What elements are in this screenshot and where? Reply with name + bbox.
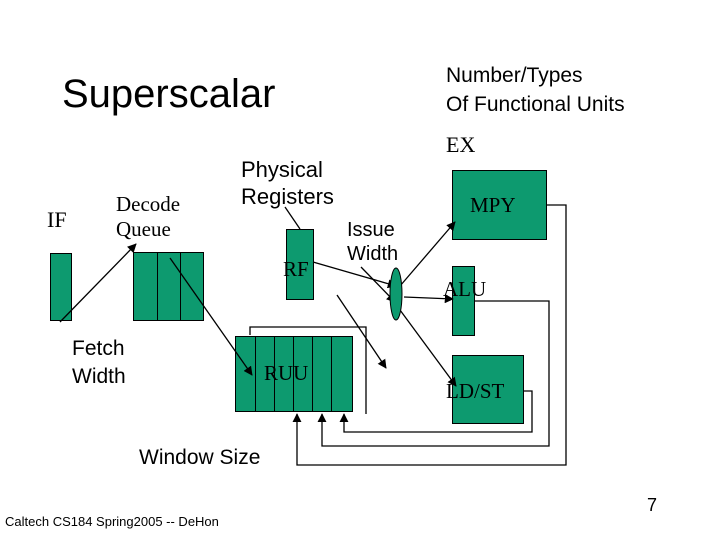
ruu-divider [331,337,332,411]
issue-to-ldst-arrow [399,309,457,387]
issue-to-alu-arrow [403,294,454,304]
writeback-loop-alu [317,300,550,447]
ruu-divider [312,337,313,411]
register-file-box [286,229,314,300]
decode-queue-label-line2: Queue [116,217,171,241]
rf-label: RF [283,257,309,281]
writeback-loop-ldst [339,390,533,433]
functional-units-note-line1: Number/Types [446,64,583,87]
fetch-width-label-line1: Fetch [72,337,125,360]
ldst-unit-box [452,355,524,424]
issue-point [389,267,403,321]
mpy-label: MPY [470,193,516,217]
physical-registers-pointer [284,206,301,230]
physical-registers-label: Physical Registers [241,156,334,210]
fetch-width-arrow [59,243,137,323]
ruu-label: RUU [264,361,309,385]
fetch-width-label-line2: Width [72,365,126,388]
rf-to-issue-arrow [312,261,397,289]
issue-width-label-line2: Width [347,243,399,265]
issue-width-label: Issue Width [347,218,398,266]
footer-credit: Caltech CS184 Spring2005 -- DeHon [5,514,219,529]
ruu-divider [293,337,294,411]
writeback-loop-mpy [292,204,567,466]
issue-to-mpy-arrow [399,221,456,287]
dispatch-arrow [169,257,253,376]
ex-label: EX [446,132,476,157]
if-label: IF [47,207,67,232]
issue-width-label-line1: Issue [347,219,395,241]
page-number: 7 [647,495,658,515]
issue-width-pointer [360,266,396,303]
physical-registers-label-line1: Physical [241,157,323,182]
window-size-label: Window Size [139,446,261,469]
ruu-box [235,336,353,412]
decode-queue-box [133,252,204,321]
decode-queue-divider [180,253,181,320]
decode-queue-label: Decode Queue [116,192,180,242]
slide-title: Superscalar [62,72,276,116]
ldst-label: LD/ST [446,379,505,403]
fetch-width-label: Fetch Width [72,335,126,391]
ruu-to-issue-arrow [336,294,387,369]
ruu-divider [255,337,256,411]
register-file-feedback [249,326,367,414]
decode-queue-divider [157,253,158,320]
decode-queue-label-line1: Decode [116,192,181,216]
ruu-divider [274,337,275,411]
functional-units-note: Number/Types Of Functional Units [446,61,625,119]
functional-units-note-line2: Of Functional Units [446,93,625,116]
alu-label: ALU [443,277,487,301]
mpy-unit-box [452,170,547,240]
physical-registers-label-line2: Registers [241,184,334,209]
